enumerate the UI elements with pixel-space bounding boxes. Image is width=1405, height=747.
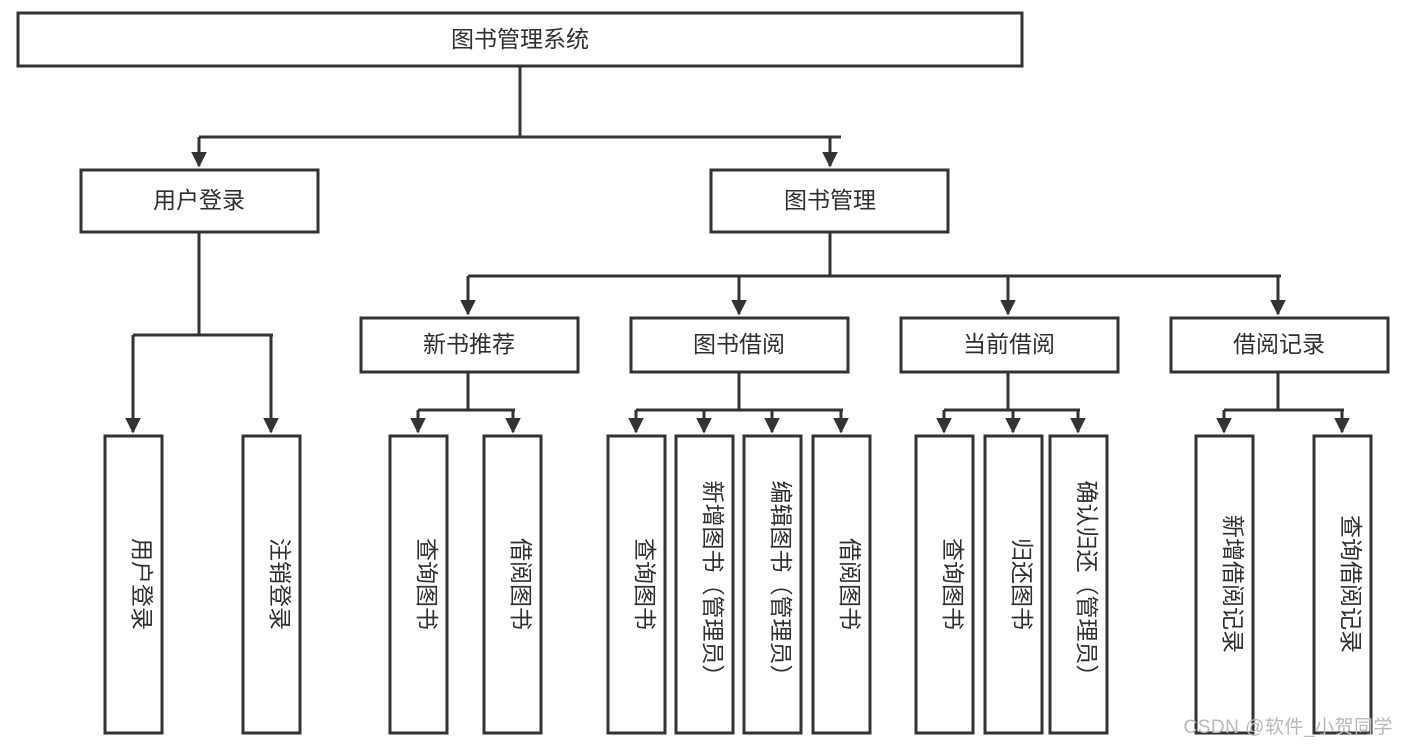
node-label-root: 图书管理系统 xyxy=(451,26,589,52)
leaf-node[interactable]: 借阅图书 xyxy=(482,434,543,735)
node-book-borrow[interactable]: 图书借阅 xyxy=(629,316,850,374)
node-label-user-login: 用户登录 xyxy=(153,187,245,213)
connector-book-borrow-to-leaves xyxy=(628,372,849,434)
node-label-current-borrow: 当前借阅 xyxy=(963,331,1055,357)
leaf-label-borrow-book-1: 借阅图书 xyxy=(508,538,534,630)
leaf-node[interactable]: 用户登录 xyxy=(103,434,164,735)
leaf-node[interactable]: 编辑图书（管理员） xyxy=(742,434,803,735)
node-user-login[interactable]: 用户登录 xyxy=(79,168,320,234)
leaf-node[interactable]: 注销登录 xyxy=(241,434,302,735)
leaf-node[interactable]: 借阅图书 xyxy=(811,434,872,735)
leaf-node[interactable]: 新增借阅记录 xyxy=(1194,434,1255,735)
leaf-node[interactable]: 确认归还（管理员） xyxy=(1048,434,1109,735)
connector-root-to-level2 xyxy=(191,66,841,168)
leaf-label-query-book-1: 查询图书 xyxy=(414,538,440,630)
leaf-node[interactable]: 查询图书 xyxy=(914,434,975,735)
node-new-book-recommend[interactable]: 新书推荐 xyxy=(359,316,580,374)
leaf-node[interactable]: 查询图书 xyxy=(388,434,449,735)
connector-current-borrow-to-leaves xyxy=(936,372,1086,434)
leaf-node[interactable]: 查询图书 xyxy=(606,434,667,735)
node-label-book-manage: 图书管理 xyxy=(784,187,876,213)
node-current-borrow[interactable]: 当前借阅 xyxy=(899,316,1120,374)
leaf-label-query-book-3: 查询图书 xyxy=(940,538,966,630)
leaf-node[interactable]: 查询借阅记录 xyxy=(1312,434,1373,735)
node-book-manage[interactable]: 图书管理 xyxy=(709,168,950,234)
leaf-label-add-borrow-record: 新增借阅记录 xyxy=(1220,515,1246,653)
leaf-label-query-book-2: 查询图书 xyxy=(632,538,658,630)
leaf-node[interactable]: 新增图书（管理员） xyxy=(674,434,735,735)
node-label-book-borrow: 图书借阅 xyxy=(693,331,785,357)
node-book-management-system[interactable]: 图书管理系统 xyxy=(16,11,1024,68)
connector-new-book-recommend-to-leaves xyxy=(410,372,521,434)
node-label-new-book-recommend: 新书推荐 xyxy=(423,331,515,357)
node-label-borrow-record: 借阅记录 xyxy=(1233,331,1325,357)
leaf-label-confirm-return: 确认归还（管理员） xyxy=(1074,481,1100,688)
node-borrow-record[interactable]: 借阅记录 xyxy=(1169,316,1390,374)
leaf-label-user-logout: 注销登录 xyxy=(267,538,293,630)
watermark-text: CSDN @软件_小贺同学 xyxy=(1183,717,1393,738)
leaf-label-return-book: 归还图书 xyxy=(1009,538,1035,630)
connector-user-login-to-leaves xyxy=(125,232,279,434)
leaf-node[interactable]: 归还图书 xyxy=(983,434,1044,735)
connector-borrow-record-to-leaves xyxy=(1216,372,1350,434)
leaf-label-add-book: 新增图书（管理员） xyxy=(700,481,726,688)
leaf-label-query-borrow-record: 查询借阅记录 xyxy=(1338,515,1364,653)
leaf-label-user-login: 用户登录 xyxy=(129,538,155,630)
connector-book-manage-to-level3 xyxy=(460,232,1286,316)
leaf-label-edit-book: 编辑图书（管理员） xyxy=(768,481,794,688)
leaf-label-borrow-book-2: 借阅图书 xyxy=(837,538,863,630)
